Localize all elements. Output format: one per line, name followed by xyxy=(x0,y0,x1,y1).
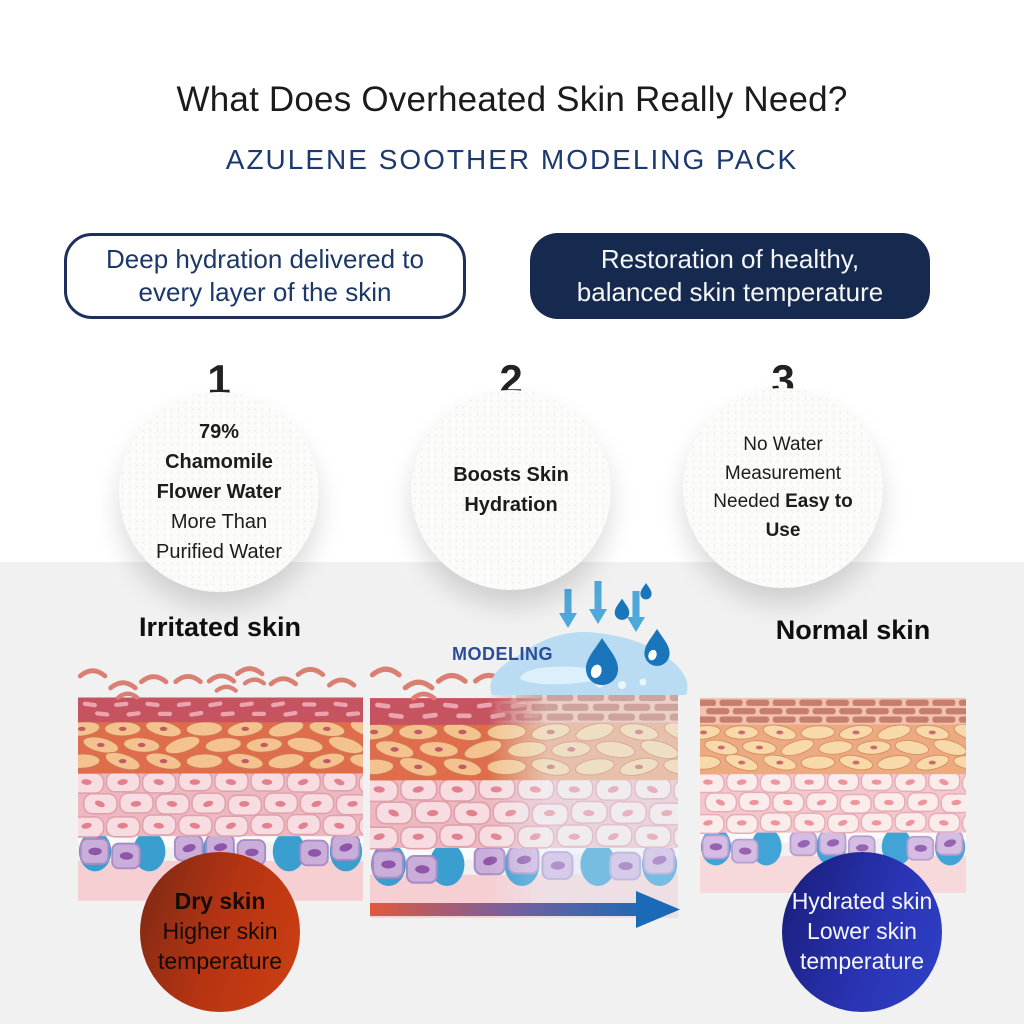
product-subtitle: AZULENE SOOTHER MODELING PACK xyxy=(225,144,799,175)
temperature-flow-arrow-icon xyxy=(370,891,680,928)
hydrated-skin-line2: Lower skin temperature xyxy=(799,918,924,974)
hydrated-skin-line1: Hydrated skin xyxy=(791,888,933,915)
step-3-bold-text: Easy to Use xyxy=(765,491,853,541)
water-drop-icon xyxy=(585,583,670,686)
irritated-skin-illustration xyxy=(78,666,363,901)
benefit-pill-hydration: Deep hydration delivered to every layer … xyxy=(64,233,466,319)
dry-skin-bold-text: Dry skin xyxy=(174,888,266,915)
step-3-circle: No Water Measurement Needed Easy to Use xyxy=(683,388,883,588)
irritated-skin-label: Irritated skin xyxy=(138,612,302,642)
normal-skin-illustration xyxy=(700,697,966,893)
step-2-text: Boosts Skin Hydration xyxy=(435,460,587,520)
step-3-normal-text: No Water Measurement Needed xyxy=(713,434,842,512)
hydrated-skin-text: Hydrated skin Lower skin temperature xyxy=(782,887,942,977)
dry-skin-normal-text: Higher skin temperature xyxy=(157,918,282,974)
step-2-circle: Boosts Skin Hydration xyxy=(411,390,611,590)
step-1-number: 1 xyxy=(207,356,231,403)
hydrated-skin-circle: Hydrated skin Lower skin temperature xyxy=(782,852,942,1012)
benefit-pill-temperature-label: Restoration of healthy, balanced skin te… xyxy=(576,243,884,307)
page-title: What Does Overheated Skin Really Need? xyxy=(176,80,848,119)
step-3-text: No Water Measurement Needed Easy to Use xyxy=(707,431,859,545)
down-arrow-icon xyxy=(559,581,645,632)
step-1-bold-text: 79% Chamomile Flower Water xyxy=(156,421,282,503)
benefit-pill-temperature: Restoration of healthy, balanced skin te… xyxy=(530,233,930,319)
step-1-circle: 79% Chamomile Flower Water More Than Pur… xyxy=(119,392,319,592)
transition-skin-illustration xyxy=(370,663,678,918)
dry-skin-circle: Dry skin Higher skin temperature xyxy=(140,852,300,1012)
dry-skin-text: Dry skin Higher skin temperature xyxy=(140,887,300,977)
step-2-bold-text: Boosts Skin Hydration xyxy=(453,464,569,516)
modeling-label: MODELING xyxy=(452,644,553,664)
normal-skin-label: Normal skin xyxy=(775,615,931,645)
benefit-pill-hydration-label: Deep hydration delivered to every layer … xyxy=(106,243,424,307)
step-1-text: 79% Chamomile Flower Water More Than Pur… xyxy=(143,417,295,567)
step-1-normal-text: More Than Purified Water xyxy=(156,511,282,563)
modeling-gel-graphic xyxy=(490,581,688,695)
